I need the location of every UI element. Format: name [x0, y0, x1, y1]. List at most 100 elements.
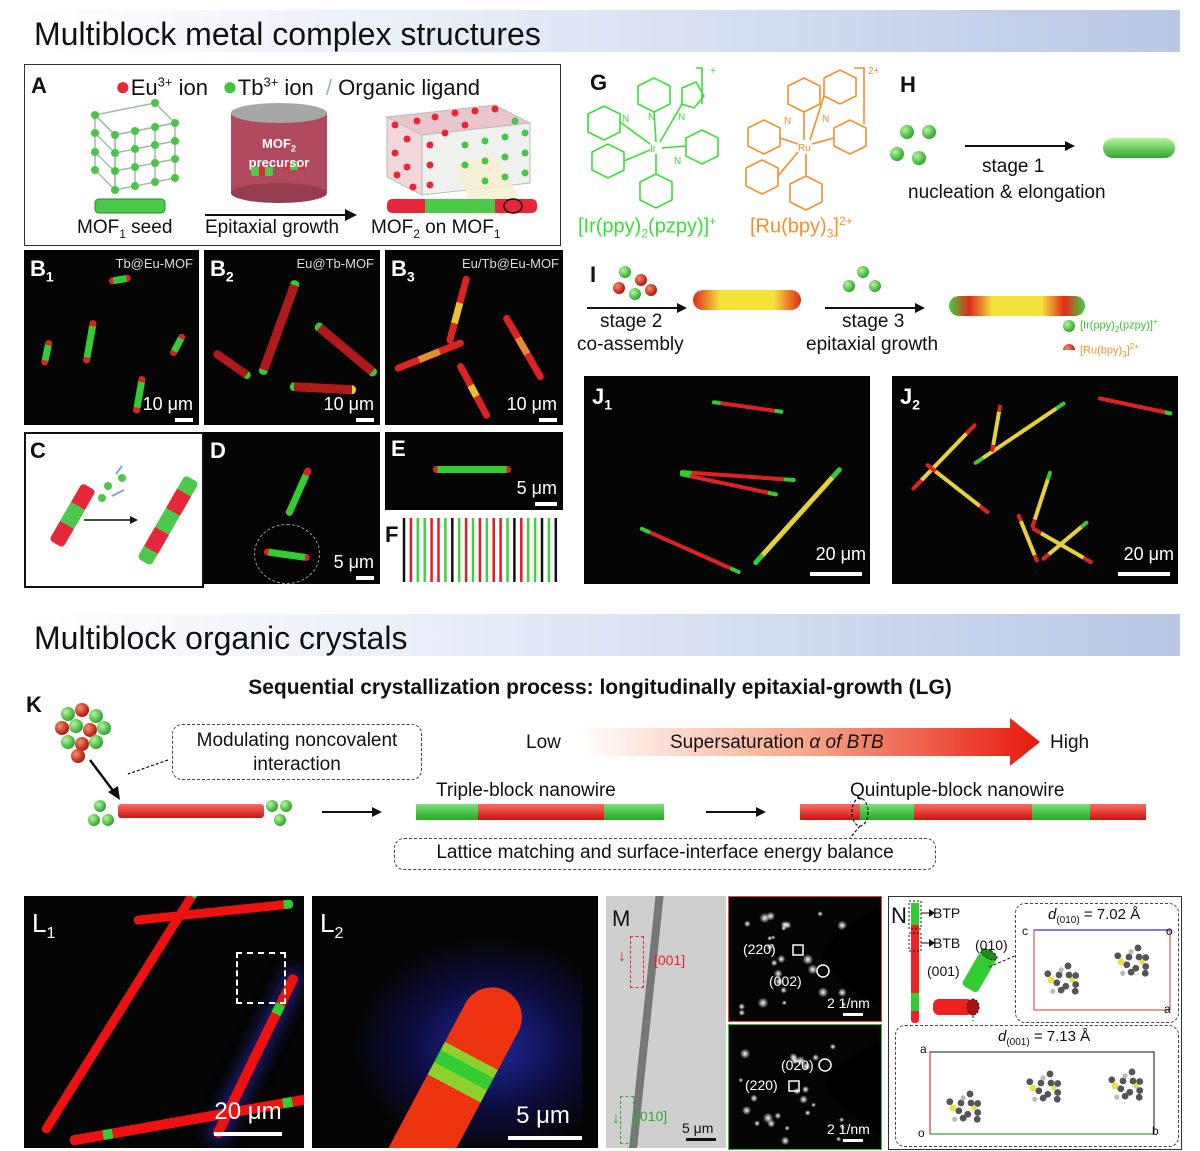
panel-a-legend: ●Eu3+ ion ●Tb3+ ion / Organic ligand: [115, 71, 480, 102]
diffraction-spot: [738, 1003, 746, 1011]
atom: [1026, 1078, 1034, 1086]
atom: [1135, 1093, 1143, 1101]
atom: [1069, 977, 1075, 983]
atom: [1125, 953, 1133, 961]
panel-label: B3: [391, 256, 415, 285]
tb-label: Tb: [237, 75, 264, 100]
svg-text:N: N: [622, 114, 629, 125]
panel-k-schematic: [55, 703, 1146, 839]
atom: [1051, 1085, 1057, 1091]
diffraction-spot: [739, 1048, 751, 1059]
panel-a: A ●Eu3+ ion ●Tb3+ ion / Organic ligand: [24, 64, 561, 246]
atom: [1044, 970, 1052, 978]
diffraction-spot: [837, 988, 847, 997]
atom: [1071, 987, 1079, 995]
atom: [1050, 988, 1056, 994]
diffraction-spot: [766, 911, 776, 921]
atom: [1122, 1073, 1128, 1079]
atom: [1064, 962, 1072, 970]
diffraction-spot: [799, 1095, 808, 1104]
eu-label: Eu: [130, 75, 158, 100]
scale-label: 5 μm: [516, 1102, 570, 1129]
legend-ru: [Ru(bpy)3]2+: [1080, 342, 1139, 359]
panel-b3-micrograph: B3 Eu/Tb@Eu-MOF 10 μm: [385, 250, 563, 425]
callout-text: Lattice matching and surface-interface e…: [436, 842, 894, 863]
axis-o: o: [918, 1126, 925, 1140]
svg-text:N: N: [648, 112, 655, 123]
triple-block-nanowire: [416, 804, 664, 820]
axis-b: b: [1152, 1124, 1159, 1138]
stage1-desc: nucleation & elongation: [908, 182, 1106, 203]
scale-label: 2 1/nm: [827, 1121, 870, 1137]
panel-n-schematic: [908, 900, 1018, 1023]
svg-text:N: N: [678, 112, 685, 123]
ir-atom-labels: Ir N N N N +: [622, 66, 716, 167]
atom: [967, 1099, 975, 1107]
panel-label: C: [30, 438, 46, 463]
panel-label: N: [891, 903, 907, 928]
atom: [1126, 1088, 1134, 1096]
diffraction-spot: [817, 987, 829, 998]
atom: [1127, 968, 1135, 976]
nanorod: [289, 382, 357, 395]
selected-area-001: [630, 936, 644, 988]
crystal-lattice-bottom: [929, 1051, 1155, 1135]
nanorod: [313, 321, 379, 379]
atom: [952, 1116, 958, 1122]
panel-m-saed-bottom: (020) (220) 2 1/nm: [728, 1024, 882, 1150]
svg-text:Ir: Ir: [650, 144, 657, 155]
stage3-desc: epitaxial growth: [806, 334, 939, 355]
sample-tag: Tb@Eu-MOF: [115, 256, 193, 271]
scale-bar: [843, 1013, 863, 1016]
atom: [1117, 958, 1125, 966]
stage1-label: stage 1: [982, 156, 1045, 177]
atom: [1136, 1087, 1144, 1094]
panel-label: J1: [592, 384, 613, 413]
atom: [1142, 963, 1150, 970]
atom: [1062, 982, 1070, 990]
ligand-label: Organic ligand: [338, 75, 481, 100]
panel-b1-micrograph: B1 Tb@Eu-MOF 10 μm: [24, 250, 199, 425]
atom: [949, 1104, 957, 1112]
panel-label-i: I: [590, 262, 597, 287]
nanorod: [40, 339, 53, 367]
diffraction-spot: [781, 1000, 787, 1006]
diffraction-spot: [775, 977, 784, 986]
supersat-label: Supersaturation α of BTB: [670, 732, 884, 753]
diffraction-spot: [738, 1009, 746, 1017]
atom: [1139, 959, 1145, 965]
panel-f-barcode: [402, 518, 558, 582]
atom: [1053, 1095, 1061, 1103]
diffraction-spot: [770, 959, 778, 967]
selected-area-010: [620, 1096, 634, 1144]
atom: [1037, 1079, 1045, 1087]
scale-bar: [214, 1132, 282, 1136]
atom: [1072, 972, 1080, 979]
svg-text:N: N: [784, 116, 791, 127]
c-end-rod: [138, 476, 198, 565]
diffraction-spot: [780, 986, 788, 994]
atom: [971, 1105, 977, 1111]
panel-l1-micrograph: L1 20 μm: [24, 896, 304, 1148]
nanorod: [639, 526, 742, 575]
panel-k-heading: Sequential crystallization process: long…: [248, 676, 952, 699]
nanorod: [924, 462, 991, 515]
growth-caption: Epitaxial growth: [205, 217, 340, 238]
panel-label-f: F: [385, 522, 399, 547]
atom: [1035, 1087, 1043, 1095]
stage1-green-rod: [1103, 138, 1175, 158]
diffraction-spot: [817, 911, 823, 917]
direction-001: [001]: [654, 952, 686, 968]
atom: [1055, 971, 1063, 979]
precursor-can-icon: [231, 103, 327, 203]
atom: [1119, 1077, 1127, 1085]
panel-b2-micrograph: B2 Eu@Tb-MOF 10 μm: [204, 250, 380, 425]
panel-j2-micrograph: J2 20 μm: [892, 376, 1178, 584]
panel-label: L1: [32, 908, 56, 943]
panel-label-k: K: [26, 692, 42, 717]
diffraction-spot: [780, 1136, 790, 1146]
section-banner-metal: Multiblock metal complex structures: [20, 10, 1180, 52]
atom: [1142, 954, 1150, 961]
callout-lattice: Lattice matching and surface-interface e…: [394, 838, 936, 870]
nanorod: [501, 313, 546, 382]
